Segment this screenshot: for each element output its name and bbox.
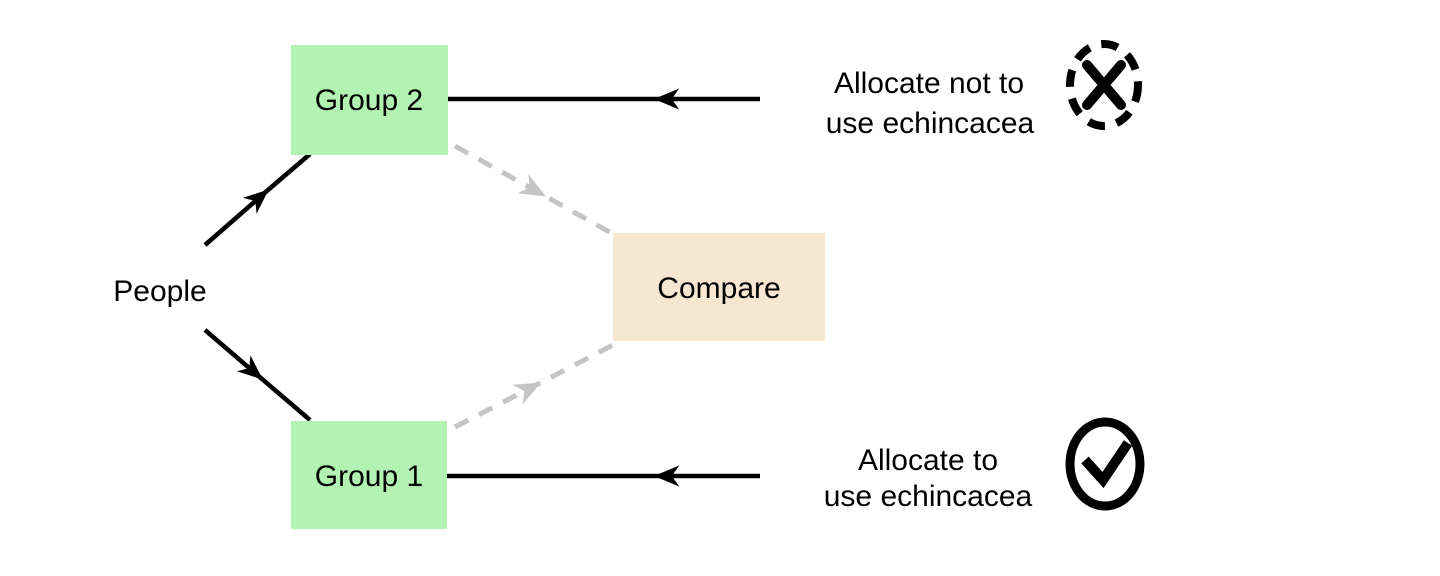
node-group2-box (291, 45, 448, 155)
circle-outline (1065, 417, 1145, 511)
node-compare-box (613, 233, 825, 341)
circle-check-icon (1065, 417, 1145, 511)
node-compare-label: Compare (657, 272, 780, 305)
dashed-arrow-group1-to-compare (453, 341, 617, 430)
dashed-arrow-group2-to-compare (453, 143, 615, 237)
arrow-people-to-group2 (203, 152, 312, 247)
allocate-label-line1: Allocate to (858, 444, 998, 477)
node-group2-label: Group 2 (315, 84, 423, 117)
dashed-circle-outline (1066, 40, 1142, 130)
x-stroke-2 (1082, 60, 1126, 110)
node-group1-label: Group 1 (315, 460, 423, 493)
node-group1-box (291, 421, 447, 529)
check-stroke (1081, 440, 1133, 489)
allocate-not-label-line1: Allocate not to (834, 67, 1024, 100)
dashed-circle-x-icon (1066, 40, 1142, 130)
allocate-not-label-line2: use echincacea (826, 107, 1035, 140)
allocate-label-line2: use echincacea (824, 480, 1033, 513)
node-people-label: People (113, 275, 206, 308)
arrow-people-to-group1 (203, 328, 312, 422)
